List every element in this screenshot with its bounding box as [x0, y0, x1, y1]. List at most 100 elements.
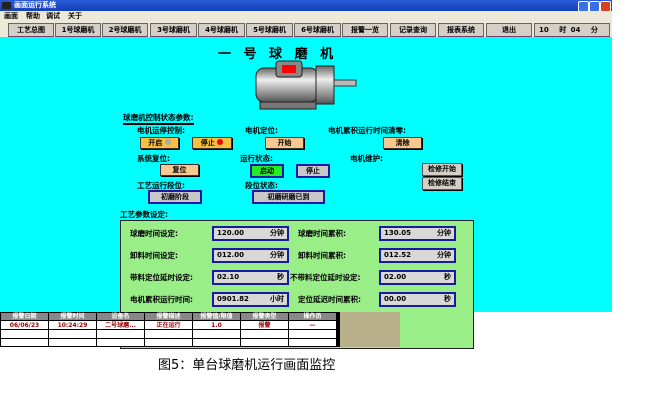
alarm-table-cell[interactable]: 1.0 — [193, 321, 240, 329]
maintenance-start-button[interactable]: 检修开始 — [422, 163, 462, 176]
tab-alarm-list[interactable]: 报警一览 — [342, 23, 388, 38]
param-value: 012.52 — [384, 251, 412, 259]
alarm-table-cell[interactable] — [289, 330, 336, 338]
alarm-table-cell[interactable]: 二号球磨... — [97, 321, 144, 329]
param-input[interactable]: 02.10 秒 — [212, 270, 289, 285]
param-value: 0901.82 — [217, 295, 249, 303]
motor-stop-label: 停止 — [200, 139, 215, 147]
exit-button[interactable]: 退出 — [486, 23, 532, 38]
clock-minute: 04 — [570, 26, 581, 34]
menu-bar: 画面 帮助 调试 关于 — [0, 11, 612, 21]
alarm-table-cell[interactable] — [241, 330, 288, 338]
alarm-table-filler — [340, 312, 400, 347]
figure-caption: 图5：单台球磨机运行画面监控 — [158, 358, 336, 373]
motor-start-button[interactable]: 开启 — [140, 137, 179, 149]
alarm-table-cell[interactable] — [193, 339, 240, 346]
page-title: 一 号 球 磨 机 — [218, 47, 338, 62]
menu-about[interactable]: 关于 — [68, 12, 82, 20]
window-title: 画面运行系统 — [14, 1, 56, 9]
param-readout: 130.05 分钟 — [379, 226, 456, 241]
param-unit: 秒 — [277, 273, 284, 281]
alarm-table-cell[interactable] — [193, 330, 240, 338]
alarm-table-cell[interactable] — [145, 339, 192, 346]
app-icon — [2, 2, 11, 9]
alarm-table-cell[interactable] — [289, 339, 336, 346]
motor-icon — [255, 60, 357, 110]
menu-debug[interactable]: 调试 — [46, 12, 60, 20]
reset-button[interactable]: 复位 — [160, 164, 199, 176]
alarm-table-cell[interactable] — [1, 339, 48, 346]
tab-mill-5[interactable]: 5号球磨机 — [246, 23, 293, 38]
stop-status-indicator: 停止 — [296, 164, 330, 178]
motor-control-label: 电机运停控制: — [137, 126, 185, 135]
menu-screen[interactable]: 画面 — [4, 12, 18, 20]
param-label: 带料定位延时设定: — [130, 273, 193, 282]
clock-display: 10 时 04 分 — [534, 23, 610, 38]
alarm-table-cell[interactable] — [145, 330, 192, 338]
system-reset-label: 系统复位: — [137, 154, 170, 163]
alarm-table-cell[interactable] — [97, 330, 144, 338]
param-unit: 分钟 — [270, 229, 284, 237]
tab-mill-2[interactable]: 2号球磨机 — [102, 23, 148, 38]
alarm-table-cell[interactable]: 报警 — [241, 321, 288, 329]
menu-help[interactable]: 帮助 — [26, 12, 40, 20]
param-unit: 分钟 — [270, 251, 284, 259]
param-unit: 秒 — [444, 273, 451, 281]
alarm-table-cell[interactable] — [1, 330, 48, 338]
maintenance-end-button[interactable]: 检修结束 — [422, 177, 462, 190]
alarm-table-cell[interactable] — [97, 339, 144, 346]
alarm-table-cell[interactable]: 06/06/23 — [1, 321, 48, 329]
clear-runtime-button[interactable]: 清除 — [383, 137, 422, 149]
tab-mill-3[interactable]: 3号球磨机 — [150, 23, 197, 38]
stage-state-label: 段位状态: — [245, 181, 278, 190]
tab-bar: 工艺总图 1号球磨机 2号球磨机 3号球磨机 4号球磨机 5号球磨机 6号球磨机… — [0, 20, 612, 38]
control-section-title: 球磨机控制状态参数: — [123, 112, 194, 125]
stage-state-value: 初磨研磨已到 — [252, 190, 325, 204]
param-label: 定位延迟时间累积: — [298, 295, 361, 304]
alarm-table-cell[interactable]: 10:24:29 — [49, 321, 96, 329]
tab-process-overview[interactable]: 工艺总图 — [8, 23, 54, 38]
tab-record-query[interactable]: 记录查询 — [390, 23, 436, 38]
alarm-table-cell[interactable] — [49, 339, 96, 346]
positioning-label: 电机定位: — [245, 126, 278, 135]
clock-hour: 10 — [539, 26, 549, 34]
run-state-label: 运行状态: — [240, 154, 273, 163]
param-label: 电机累积运行时间: — [130, 295, 193, 304]
motor-start-label: 开启 — [148, 139, 163, 147]
param-readout: 02.00 秒 — [379, 270, 456, 285]
alarm-table-header: 设备名 — [97, 313, 144, 320]
alarm-table-cell[interactable] — [241, 339, 288, 346]
reset-runtime-label: 电机累积运行时间清零: — [328, 126, 406, 135]
alarm-table-header: 报警描述 — [145, 313, 192, 320]
param-input[interactable]: 120.00 分钟 — [212, 226, 289, 241]
alarm-table-header: 报警日期 — [1, 313, 48, 320]
param-value: 02.00 — [384, 273, 407, 281]
param-label: 球磨时间设定: — [130, 229, 178, 238]
params-section-title: 工艺参数设定: — [120, 210, 168, 219]
indicator-on-icon — [217, 139, 224, 145]
maintenance-label: 电机维护: — [350, 154, 383, 163]
indicator-off-icon — [164, 139, 171, 145]
param-unit: 秒 — [444, 295, 451, 303]
tab-report-system[interactable]: 报表系统 — [438, 23, 484, 38]
tab-mill-6[interactable]: 6号球磨机 — [294, 23, 341, 38]
tab-mill-1[interactable]: 1号球磨机 — [55, 23, 101, 38]
param-label: 不带料定位延时设定: — [290, 273, 361, 282]
alarm-table-cell[interactable] — [49, 330, 96, 338]
param-value: 130.05 — [384, 229, 412, 237]
param-value: 120.00 — [217, 229, 245, 237]
positioning-start-button[interactable]: 开始 — [265, 137, 304, 149]
param-label: 球磨时间累积: — [298, 229, 346, 238]
tab-mill-4[interactable]: 4号球磨机 — [198, 23, 245, 38]
alarm-table-cell[interactable]: — — [289, 321, 336, 329]
alarm-table-cell[interactable]: 正在运行 — [145, 321, 192, 329]
motor-stop-button[interactable]: 停止 — [192, 137, 232, 149]
param-unit: 分钟 — [437, 229, 451, 237]
process-stage-value: 初磨阶段 — [148, 190, 202, 204]
param-value: 02.10 — [217, 273, 240, 281]
